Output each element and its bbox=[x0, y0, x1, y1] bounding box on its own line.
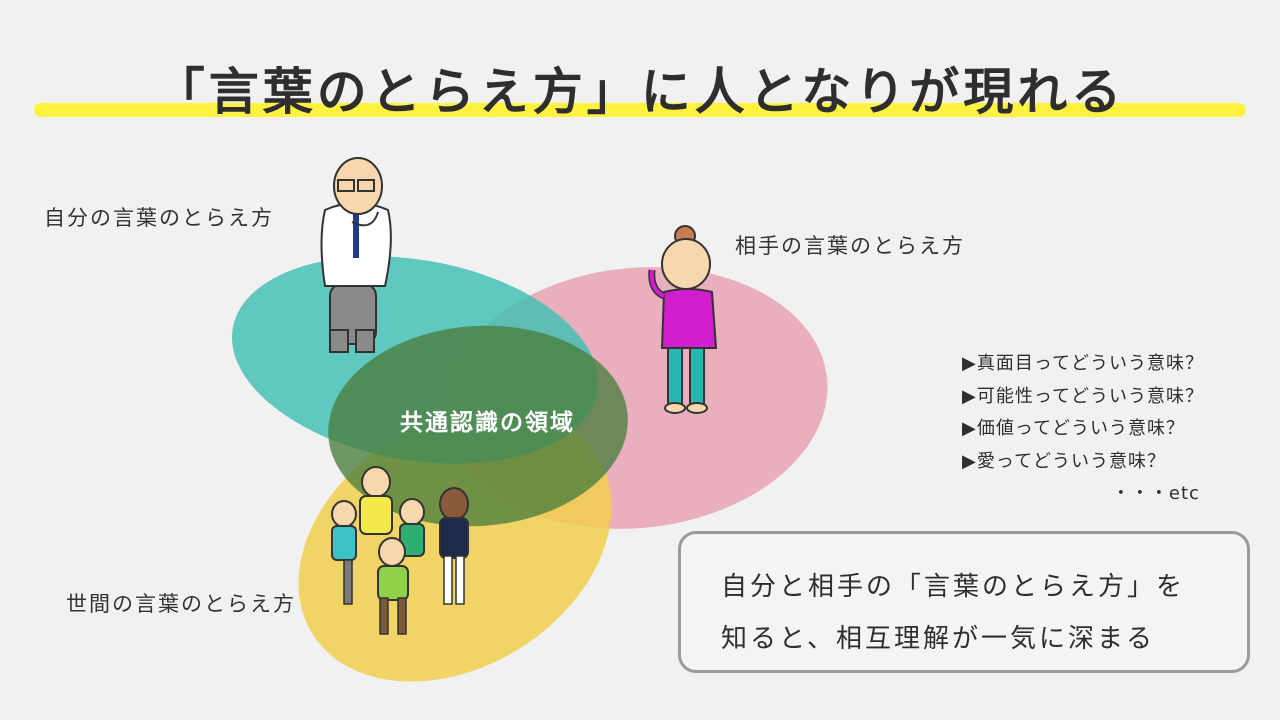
summary-line-2: 知ると、相互理解が一気に深まる bbox=[721, 624, 1155, 654]
question-item: ▶価値ってどういう意味？ bbox=[962, 418, 1185, 439]
question-etc: ・・・etc bbox=[1111, 483, 1200, 504]
other-label: 相手の言葉のとらえ方 bbox=[735, 234, 965, 258]
question-item: ▶可能性ってどういう意味？ bbox=[962, 385, 1204, 407]
crowd-of-people-icon bbox=[331, 466, 469, 635]
summary-line-1: 自分と相手の「言葉のとらえ方」を bbox=[721, 572, 1186, 602]
question-item: ▶真面目ってどういう意味？ bbox=[962, 353, 1204, 374]
woman-pointing-icon bbox=[648, 225, 718, 414]
question-list: ▶真面目ってどういう意味？ ▶可能性ってどういう意味？ ▶価値ってどういう意味？… bbox=[962, 348, 1204, 511]
common-label: 共通認識の領域 bbox=[400, 410, 575, 436]
page-title: 「言葉のとらえ方」に人となりが現れる bbox=[154, 63, 1126, 121]
common-ellipse bbox=[328, 325, 628, 527]
question-item: ▶愛ってどういう意味？ bbox=[962, 450, 1166, 472]
self-label: 自分の言葉のとらえ方 bbox=[44, 206, 274, 230]
world-label: 世間の言葉のとらえ方 bbox=[66, 592, 296, 616]
summary-box: 自分と相手の「言葉のとらえ方」を 知ると、相互理解が一気に深まる bbox=[678, 531, 1250, 673]
title-highlight-bar bbox=[34, 103, 1246, 117]
bald-man-thinking-icon bbox=[320, 157, 392, 353]
